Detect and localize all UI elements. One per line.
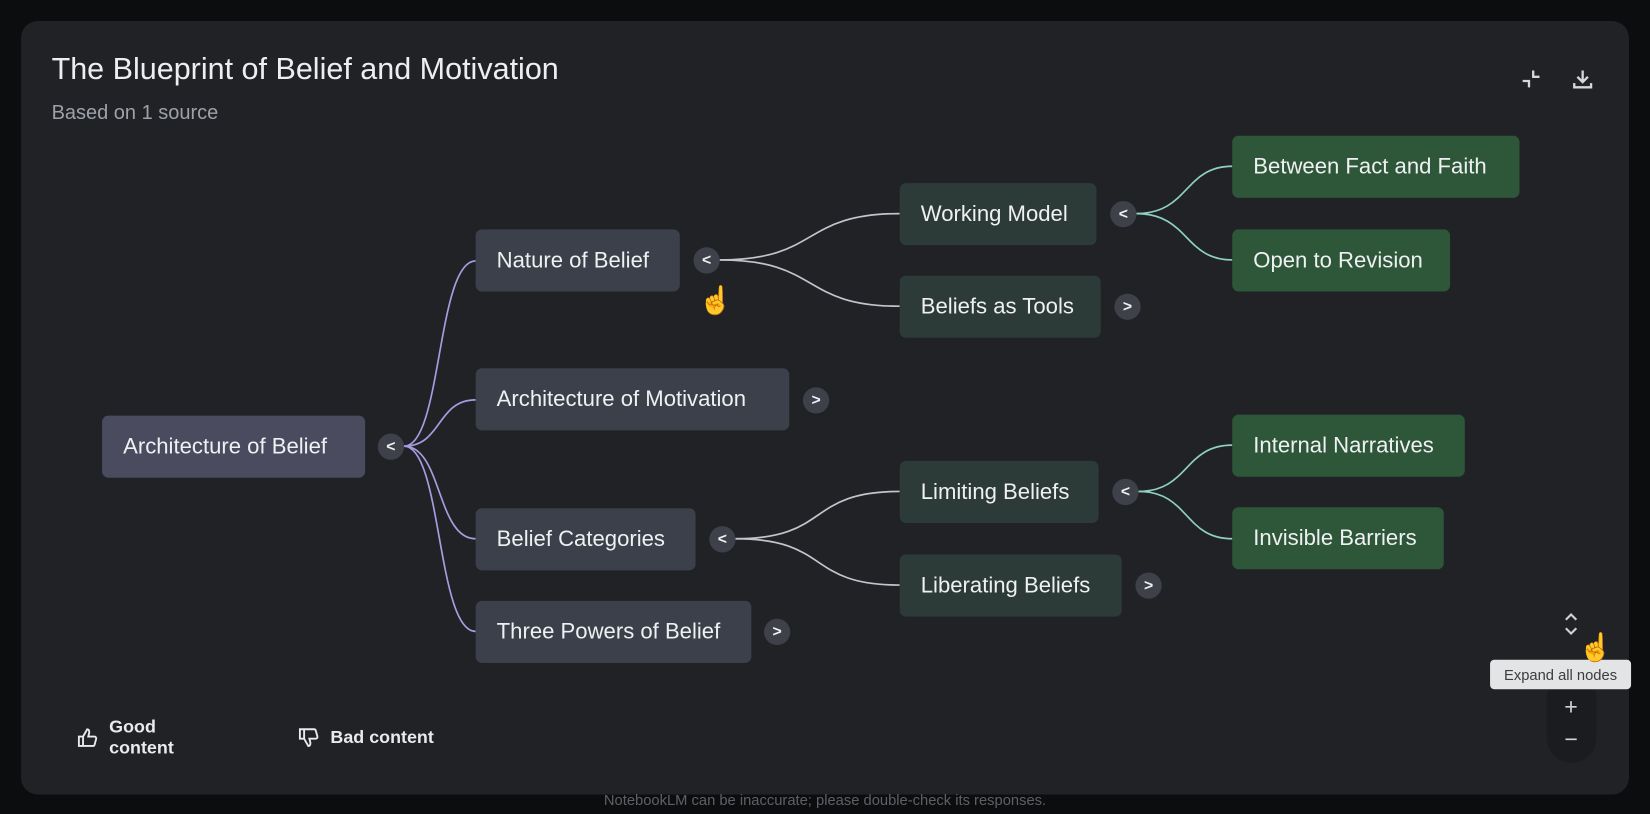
node-invisible-barriers[interactable]: Invisible Barriers <box>1232 507 1444 570</box>
expand-toggle[interactable]: > <box>1135 572 1162 599</box>
collapse-button[interactable] <box>1515 63 1547 95</box>
node-nature-of-belief[interactable]: Nature of Belief <box>475 229 680 292</box>
good-content-label: Good content <box>109 716 174 758</box>
hand-cursor-icon: ☝ <box>698 284 733 316</box>
unfold-more-icon <box>1565 613 1578 635</box>
hand-cursor-icon: ☝ <box>1578 631 1613 663</box>
page-title: The Blueprint of Belief and Motivation <box>51 52 559 87</box>
node-between-fact-and-faith[interactable]: Between Fact and Faith <box>1232 135 1520 198</box>
expand-toggle[interactable]: > <box>802 387 830 414</box>
collapse-toggle[interactable]: < <box>693 247 720 274</box>
node-internal-narratives[interactable]: Internal Narratives <box>1232 414 1465 477</box>
download-icon <box>1573 70 1593 89</box>
download-button[interactable] <box>1567 63 1599 95</box>
expand-toggle[interactable]: > <box>1114 293 1141 320</box>
bad-content-label: Bad content <box>330 727 434 748</box>
collapse-toggle[interactable]: < <box>709 526 736 553</box>
expand-all-tooltip: Expand all nodes <box>1490 659 1632 690</box>
collapse-toggle[interactable]: < <box>1110 200 1137 228</box>
node-three-powers-of-belief[interactable]: Three Powers of Belief <box>475 600 752 663</box>
expand-all-button[interactable] <box>1555 608 1587 640</box>
source-count: Based on 1 source <box>51 102 219 125</box>
zoom-in-button[interactable]: + <box>1564 693 1578 720</box>
zoom-out-button[interactable]: − <box>1564 726 1578 753</box>
thumbs-down-icon <box>298 728 319 748</box>
node-open-to-revision[interactable]: Open to Revision <box>1232 229 1451 292</box>
expand-toggle[interactable]: > <box>763 618 791 646</box>
collapse-toggle[interactable]: < <box>1112 478 1139 506</box>
thumbs-up-icon <box>77 728 98 747</box>
bad-content-button[interactable]: Bad content <box>284 712 451 763</box>
node-working-model[interactable]: Working Model <box>899 183 1097 246</box>
node-architecture-of-motivation[interactable]: Architecture of Motivation <box>475 368 790 431</box>
node-liberating-beliefs[interactable]: Liberating Beliefs <box>899 554 1122 617</box>
good-content-button[interactable]: Good content <box>63 712 237 763</box>
disclaimer: NotebookLM can be inaccurate; please dou… <box>603 791 1047 809</box>
node-beliefs-as-tools[interactable]: Beliefs as Tools <box>899 275 1101 338</box>
node-limiting-beliefs[interactable]: Limiting Beliefs <box>899 460 1099 523</box>
collapse-toggle[interactable]: < <box>377 433 405 460</box>
node-architecture-of-belief[interactable]: Architecture of Belief <box>102 415 366 478</box>
node-belief-categories[interactable]: Belief Categories <box>475 508 696 571</box>
collapse-icon <box>1522 70 1540 88</box>
